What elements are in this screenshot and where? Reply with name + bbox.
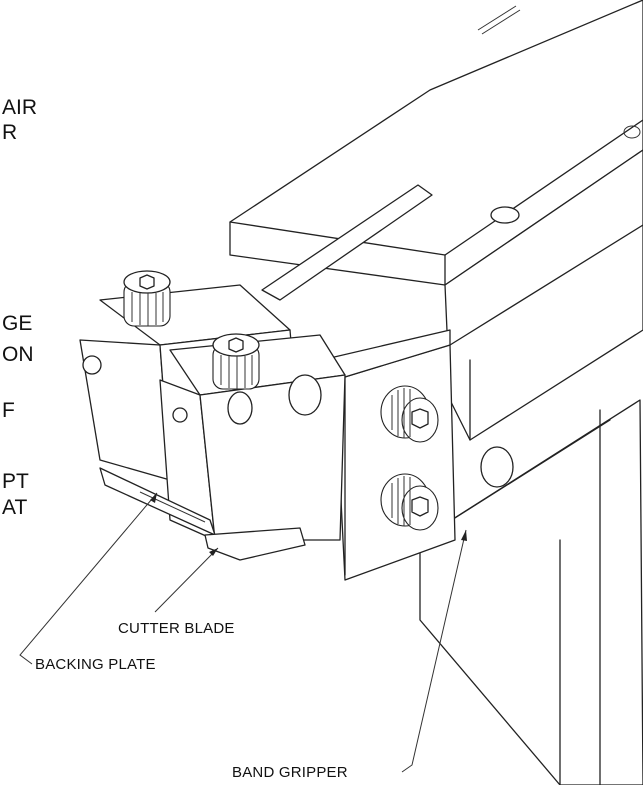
- leader-band-gripper: [401, 529, 467, 773]
- leader-lines: [19, 492, 467, 773]
- clamp-bore-large: [288, 374, 322, 416]
- leader-cutter-blade: [154, 547, 219, 613]
- rail-hole-edge: [623, 125, 641, 139]
- gripper-knob-lower: [380, 473, 439, 531]
- side-text-3: GE: [2, 312, 33, 335]
- band-strip: [261, 184, 433, 301]
- clamp-pivot-left: [82, 355, 102, 375]
- gripper-knob-upper: [380, 385, 439, 443]
- side-text-6: PT: [2, 470, 29, 493]
- side-text-1: AIR: [2, 96, 38, 119]
- clamp-bore: [227, 391, 253, 425]
- label-band-gripper: BAND GRIPPER: [232, 764, 348, 781]
- clamp-pivot-right: [172, 407, 188, 423]
- cutter-blade: [204, 527, 306, 561]
- cap-screw-right: [212, 333, 260, 390]
- side-text-2: R: [2, 121, 18, 144]
- side-text-4: ON: [2, 343, 34, 366]
- cap-screw-left: [123, 270, 171, 327]
- housing-bore: [480, 446, 514, 488]
- rail-hole: [490, 206, 520, 224]
- side-text-7: AT: [2, 496, 28, 519]
- housing: [419, 149, 643, 785]
- label-backing-plate: BACKING PLATE: [35, 656, 156, 673]
- leader-backing-plate: [19, 492, 158, 665]
- label-cutter-blade: CUTTER BLADE: [118, 620, 235, 637]
- slide-rail: [229, 0, 643, 286]
- side-text-5: F: [2, 399, 15, 422]
